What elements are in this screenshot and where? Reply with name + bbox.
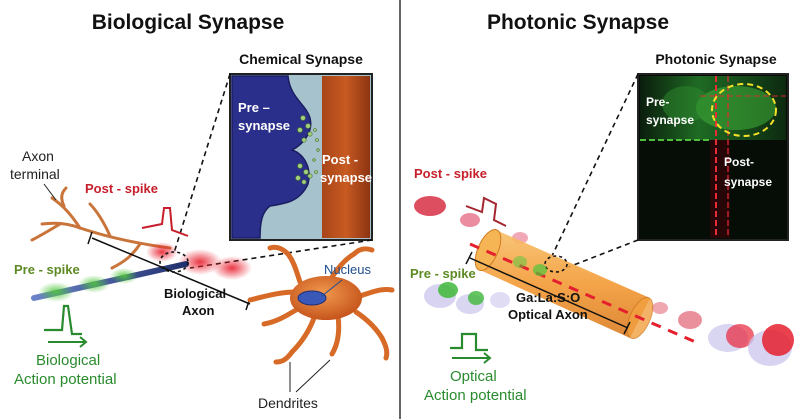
right-post-spike-waveform [465, 196, 507, 227]
post-synapse-block [322, 76, 370, 238]
axon-terminal-label-1: Axon [22, 148, 54, 164]
biological-axon-label-1: Biological [164, 286, 226, 301]
left-post-spike-waveform [141, 207, 189, 237]
right-panel-title: Photonic Synapse [487, 11, 669, 34]
left-pre-spike-label: Pre - spike [14, 262, 80, 277]
post-spike-glows [146, 242, 252, 280]
left-panel: Biological Synapse Chemical Synapse Pre … [10, 11, 395, 411]
optical-action-label-2: Action potential [424, 387, 527, 404]
right-zoom-line-bottom [565, 239, 639, 269]
optical-axon-fiber [469, 228, 701, 346]
biological-axon-label-2: Axon [182, 303, 215, 318]
zoom-line-top [173, 73, 231, 254]
inset-pre-synapse-label-1: Pre – [238, 100, 270, 115]
axon-terminal-label-2: terminal [10, 166, 60, 182]
optical-action-arrow [452, 352, 492, 364]
right-zoom-circle [544, 255, 568, 273]
nucleus-label: Nucleus [324, 262, 371, 277]
photonic-synapse-micrograph: Pre- synapse Post- synapse [637, 73, 789, 241]
optical-axon-label-2: Optical Axon [508, 307, 588, 322]
axon-terminal-pointer [43, 183, 57, 201]
dendrites-pointer-right [295, 359, 331, 393]
axon-terminal-branches [30, 186, 172, 270]
overlap-region-ellipse [711, 83, 777, 137]
photonic-synapse-inset-title: Photonic Synapse [655, 51, 777, 67]
biological-action-potential-waveform [44, 304, 82, 336]
biological-action-arrow [48, 336, 88, 348]
nucleus [297, 290, 327, 306]
pre-synapse-bulb [231, 75, 312, 239]
optical-action-label-1: Optical [450, 368, 497, 385]
micrograph-pre-synapse-label-1: Pre- [646, 95, 669, 109]
right-post-spike-label: Post - spike [414, 166, 487, 181]
neuron-body [247, 244, 395, 365]
optical-axon-label-1: Ga:La:S:O [516, 290, 580, 305]
left-panel-title: Biological Synapse [92, 11, 285, 34]
left-post-spike-label: Post - spike [85, 181, 158, 196]
optical-action-potential-waveform [450, 332, 488, 352]
right-panel: Photonic Synapse Photonic Synapse Pre- s… [410, 11, 794, 404]
nucleus-pointer [321, 279, 343, 297]
chemical-synapse-inset: Pre – synapse Post - synapse [229, 73, 373, 241]
right-zoom-line-top [551, 73, 639, 257]
inset-pre-synapse-label-2: synapse [238, 118, 290, 133]
biological-action-label-1: Biological [36, 352, 100, 369]
inset-post-synapse-label-2: synapse [320, 170, 372, 185]
micrograph-post-synapse-label-1: Post- [724, 155, 754, 169]
post-spike-light-blobs [414, 196, 794, 366]
chemical-synapse-inset-title: Chemical Synapse [239, 51, 363, 67]
biological-action-label-2: Action potential [14, 371, 117, 388]
micrograph-pre-synapse-label-2: synapse [646, 113, 694, 127]
optical-axon-bracket [465, 251, 631, 335]
dendrites-label: Dendrites [258, 395, 318, 411]
pre-spike-glows [38, 268, 138, 302]
pre-spike-light-blobs [424, 256, 547, 314]
inset-post-synapse-label-1: Post - [322, 152, 358, 167]
micrograph-post-synapse-label-2: synapse [724, 175, 772, 189]
vesicles [295, 115, 320, 185]
right-pre-spike-label: Pre - spike [410, 266, 476, 281]
